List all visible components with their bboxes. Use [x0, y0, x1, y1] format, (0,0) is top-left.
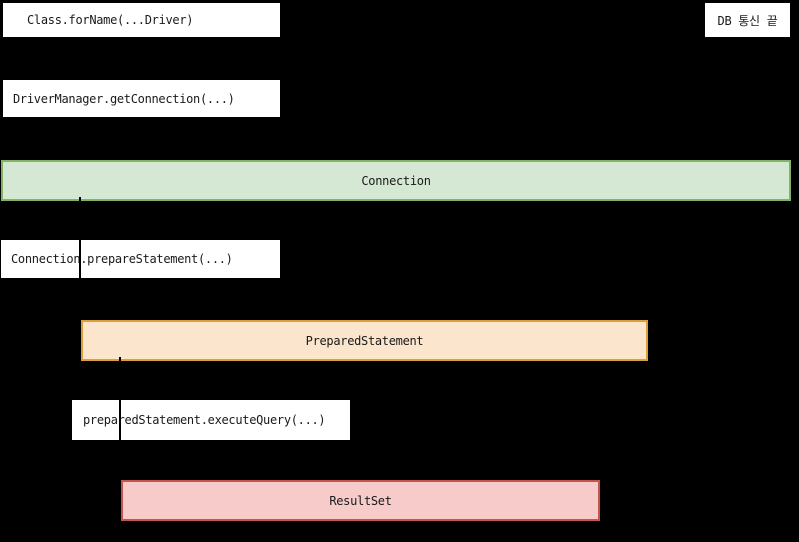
node-connection: Connection: [1, 160, 791, 201]
node-class-forname-label: Class.forName(...Driver): [27, 13, 194, 27]
node-resultset: ResultSet: [121, 480, 600, 521]
node-preparedstatement-executequery-label: preparedStatement.executeQuery(...): [83, 413, 326, 427]
node-preparedstatement-label: PreparedStatement: [305, 333, 424, 348]
node-connection-preparestatement: Connection.prepareStatement(...): [1, 240, 280, 278]
node-db-communication-end-label: DB 통신 끝: [717, 13, 778, 28]
node-resultset-label: ResultSet: [329, 493, 392, 508]
node-drivermanager-getconnection: DriverManager.getConnection(...): [3, 80, 280, 117]
connector-preparedstatement-to-resultset: [119, 357, 121, 483]
connector-connection-to-preparedstatement: [79, 197, 81, 323]
node-preparedstatement-executequery: preparedStatement.executeQuery(...): [72, 400, 350, 440]
node-drivermanager-getconnection-label: DriverManager.getConnection(...): [13, 91, 235, 106]
node-db-communication-end: DB 통신 끝: [705, 3, 790, 37]
node-preparedstatement: PreparedStatement: [81, 320, 648, 361]
node-connection-preparestatement-label: Connection.prepareStatement(...): [11, 252, 233, 266]
node-class-forname: Class.forName(...Driver): [3, 3, 280, 37]
node-connection-label: Connection: [361, 173, 431, 188]
